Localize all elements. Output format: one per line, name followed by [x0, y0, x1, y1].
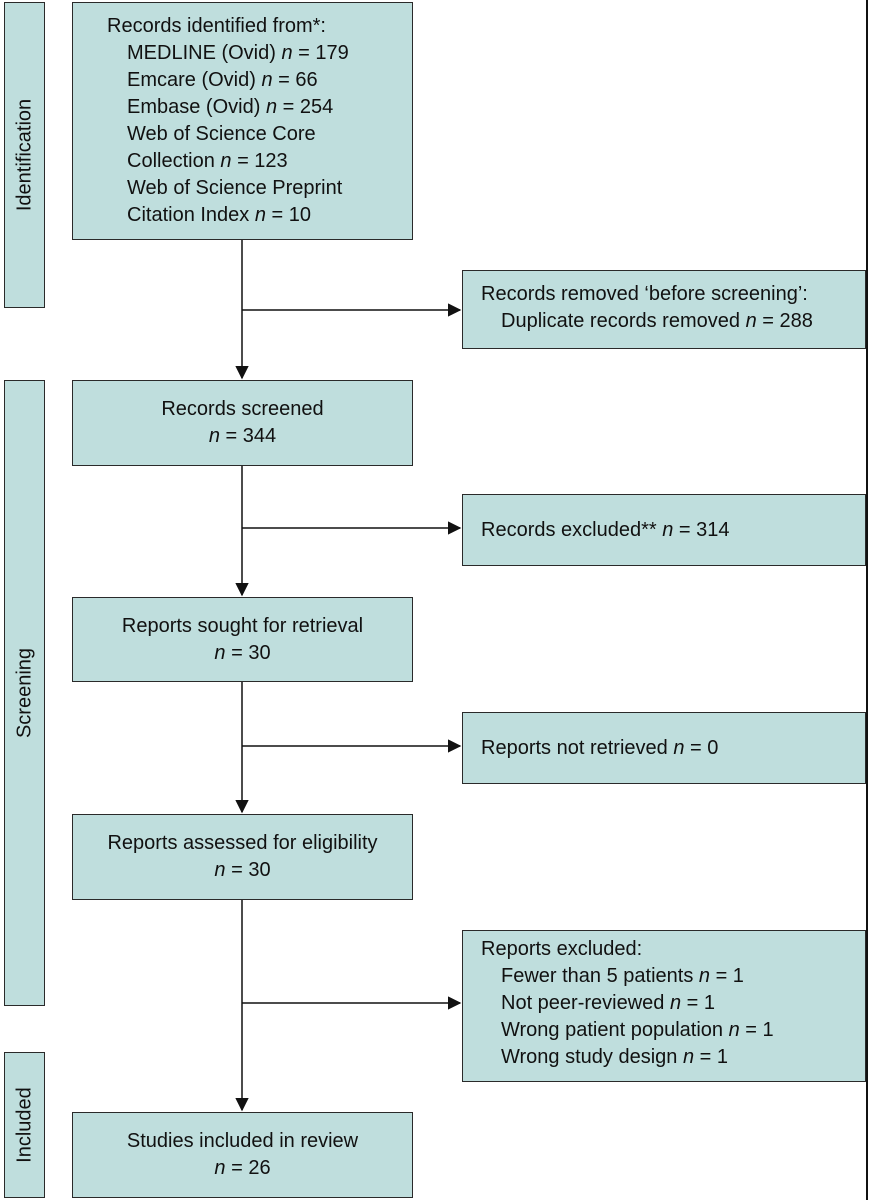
stage-identification: Identification	[4, 2, 45, 308]
records-screened-title: Records screened	[161, 398, 324, 420]
records-screened-box: Records screened n = 344	[72, 380, 413, 466]
source-item: Web of Science Core	[127, 123, 316, 145]
records-removed-box: Records removed ‘before screening’: Dupl…	[462, 270, 866, 349]
exclusion-reason: Not peer-reviewed n = 1	[501, 992, 716, 1014]
records-excluded-text: Records excluded** n = 314	[481, 518, 730, 541]
reports-not-retrieved-box: Reports not retrieved n = 0	[462, 712, 866, 784]
reports-sought-count: n = 30	[214, 641, 271, 664]
reports-excluded-box: Reports excluded: Fewer than 5 patients …	[462, 930, 866, 1082]
source-item: Web of Science Preprint	[127, 177, 343, 199]
records-screened-count: n = 344	[208, 425, 277, 447]
stage-screening: Screening	[4, 380, 45, 1006]
records-removed-heading: Records removed ‘before screening’:	[481, 283, 808, 305]
stage-included: Included	[4, 1052, 45, 1198]
source-item: Embase (Ovid) n = 254	[127, 96, 334, 118]
reports-assessed-count: n = 30	[214, 859, 271, 881]
source-item: MEDLINE (Ovid) n = 179	[127, 42, 349, 64]
source-item: Emcare (Ovid) n = 66	[127, 69, 318, 91]
reports-excluded-heading: Reports excluded:	[481, 938, 643, 960]
studies-included-count: n = 26	[214, 1157, 271, 1179]
records-identified-heading: Records identified from*:	[107, 15, 326, 37]
reports-not-retrieved-text: Reports not retrieved n = 0	[481, 736, 719, 759]
studies-included-box: Studies included in review n = 26	[72, 1112, 413, 1198]
studies-included-title: Studies included in review	[126, 1130, 359, 1152]
exclusion-reason: Wrong patient population n = 1	[501, 1019, 774, 1041]
reports-assessed-box: Reports assessed for eligibility n = 30	[72, 814, 413, 900]
reports-assessed-title: Reports assessed for eligibility	[107, 832, 378, 854]
duplicates-removed: Duplicate records removed n = 288	[501, 310, 813, 332]
reports-sought-title: Reports sought for retrieval	[121, 614, 364, 637]
right-border-rule	[866, 0, 868, 1200]
records-excluded-box: Records excluded** n = 314	[462, 494, 866, 566]
records-identified-box: Records identified from*: MEDLINE (Ovid)…	[72, 2, 413, 240]
source-item: Collection n = 123	[127, 150, 288, 172]
reports-sought-box: Reports sought for retrieval n = 30	[72, 597, 413, 682]
exclusion-reason: Wrong study design n = 1	[501, 1046, 728, 1068]
reports-excluded-reasons: Fewer than 5 patients n = 1 Not peer-revi…	[481, 963, 865, 1071]
source-item: Citation Index n = 10	[127, 204, 312, 226]
exclusion-reason: Fewer than 5 patients n = 1	[501, 965, 744, 987]
